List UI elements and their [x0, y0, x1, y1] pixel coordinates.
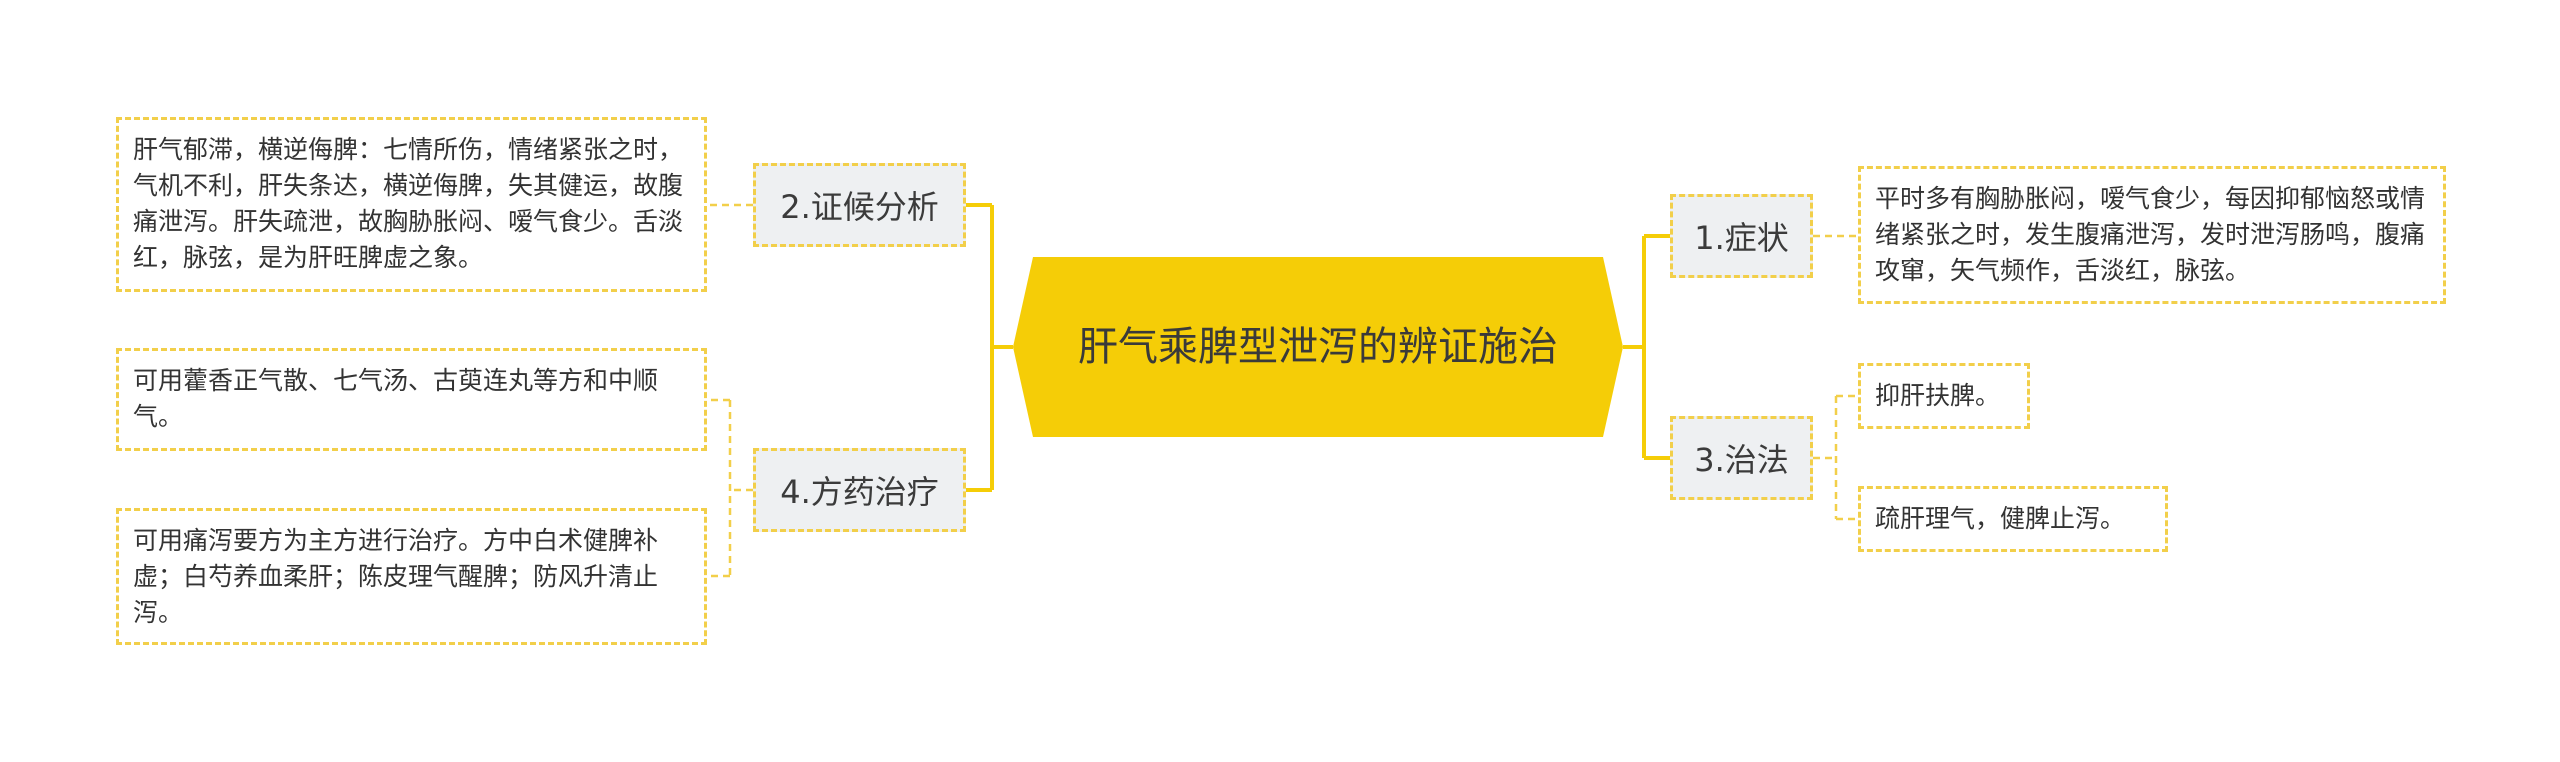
root-topic[interactable]: 肝气乘脾型泄泻的辨证施治 [1013, 257, 1623, 437]
branch-treatment-label: 3.治法 [1694, 441, 1789, 479]
leaf-prescription-1-text: 可用藿香正气散、七气汤、古萸连丸等方和中顺气。 [133, 366, 659, 431]
connector-treatment-trunk [1813, 396, 1838, 519]
leaf-analysis-detail[interactable]: 肝气郁滞，横逆侮脾：七情所伤，情绪紧张之时，气机不利，肝失条达，横逆侮脾，失其健… [116, 117, 707, 292]
leaf-prescription-2[interactable]: 可用痛泻要方为主方进行治疗。方中白术健脾补虚；白芍养血柔肝；陈皮理气醒脾；防风升… [116, 508, 707, 645]
branch-syndrome-analysis[interactable]: 2.证候分析 [753, 163, 966, 247]
root-topic-label: 肝气乘脾型泄泻的辨证施治 [1078, 324, 1558, 370]
connector-prescription-trunk [728, 400, 753, 576]
leaf-prescription-1[interactable]: 可用藿香正气散、七气汤、古萸连丸等方和中顺气。 [116, 348, 707, 451]
leaf-symptoms-text: 平时多有胸胁胀闷，嗳气食少，每因抑郁恼怒或情绪紧张之时，发生腹痛泄泻，发时泄泻肠… [1875, 184, 2426, 285]
leaf-treatment-1-text: 抑肝扶脾。 [1875, 381, 2001, 410]
leaf-analysis-text: 肝气郁滞，横逆侮脾：七情所伤，情绪紧张之时，气机不利，肝失条达，横逆侮脾，失其健… [133, 135, 684, 272]
branch-treatment-principle[interactable]: 3.治法 [1670, 416, 1813, 500]
branch-symptoms[interactable]: 1.症状 [1670, 194, 1813, 278]
branch-analysis-label: 2.证候分析 [780, 188, 939, 226]
leaf-treatment-2[interactable]: 疏肝理气，健脾止泻。 [1858, 486, 2168, 552]
leaf-prescription-2-text: 可用痛泻要方为主方进行治疗。方中白术健脾补虚；白芍养血柔肝；陈皮理气醒脾；防风升… [133, 526, 659, 627]
leaf-treatment-1[interactable]: 抑肝扶脾。 [1858, 363, 2030, 429]
leaf-symptoms-detail[interactable]: 平时多有胸胁胀闷，嗳气食少，每因抑郁恼怒或情绪紧张之时，发生腹痛泄泻，发时泄泻肠… [1858, 166, 2446, 304]
leaf-treatment-2-text: 疏肝理气，健脾止泻。 [1875, 504, 2126, 533]
branch-symptoms-label: 1.症状 [1694, 219, 1789, 257]
branch-prescription[interactable]: 4.方药治疗 [753, 448, 966, 532]
branch-prescription-label: 4.方药治疗 [780, 473, 939, 511]
